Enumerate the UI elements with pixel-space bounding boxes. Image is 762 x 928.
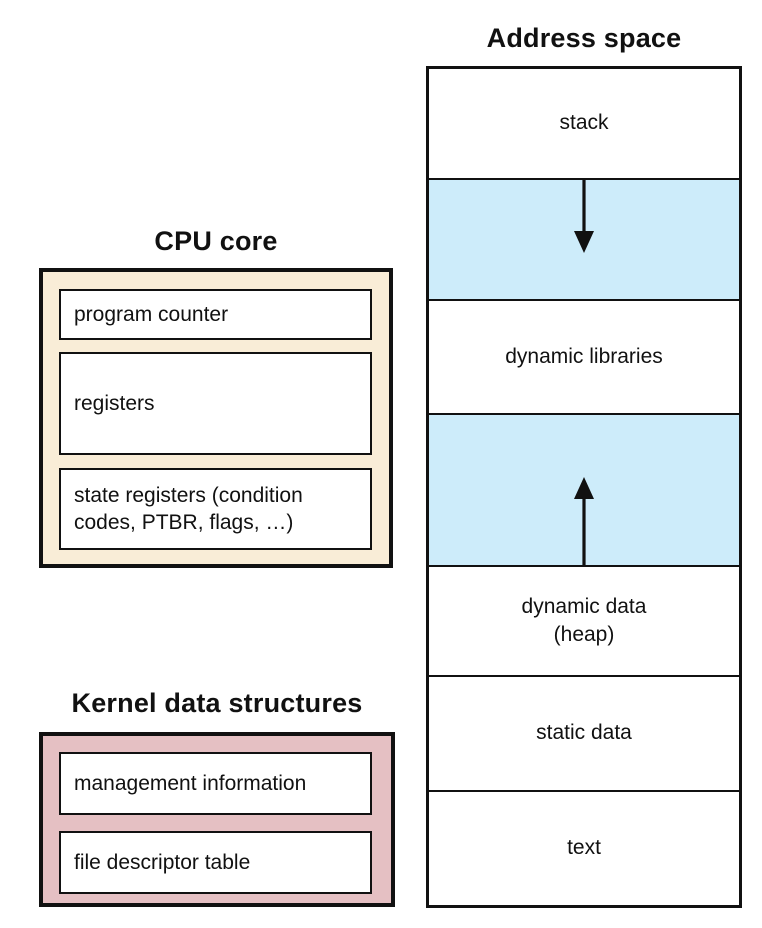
program-counter-label: program counter <box>74 302 229 326</box>
file-descriptor-table-box: file descriptor table <box>59 831 372 894</box>
down-arrow-icon <box>574 180 594 253</box>
kernel-data-structures-box: management information file descriptor t… <box>39 732 395 907</box>
program-counter-box: program counter <box>59 289 372 340</box>
region-heap-growth <box>429 415 739 567</box>
region-dynamic-data-heap: dynamic data (heap) <box>429 567 739 677</box>
state-registers-box: state registers (condition codes, PTBR, … <box>59 468 372 550</box>
region-stack-label: stack <box>559 111 609 135</box>
up-arrow-icon <box>574 477 594 565</box>
management-information-label: management information <box>74 771 307 795</box>
region-static-data-label: static data <box>536 721 632 745</box>
region-dynamic-data-heap-label: dynamic data (heap) <box>521 594 647 646</box>
state-registers-label: state registers (condition codes, PTBR, … <box>74 483 303 534</box>
region-text-label: text <box>567 836 601 860</box>
address-space-title: Address space <box>486 23 682 53</box>
file-descriptor-table-label: file descriptor table <box>74 850 251 874</box>
region-stack: stack <box>429 69 739 180</box>
region-stack-growth <box>429 180 739 301</box>
registers-label: registers <box>74 391 155 415</box>
region-static-data: static data <box>429 677 739 792</box>
region-dynamic-libraries: dynamic libraries <box>429 301 739 415</box>
address-space-column: stack dynamic libraries dynamic data (he… <box>426 66 742 908</box>
cpu-core-box: program counter registers state register… <box>39 268 393 568</box>
cpu-core-title: CPU core <box>154 226 278 256</box>
registers-box: registers <box>59 352 372 455</box>
region-text: text <box>429 792 739 905</box>
management-information-box: management information <box>59 752 372 815</box>
region-dynamic-libraries-label: dynamic libraries <box>505 344 663 368</box>
kernel-data-structures-title: Kernel data structures <box>71 688 363 718</box>
